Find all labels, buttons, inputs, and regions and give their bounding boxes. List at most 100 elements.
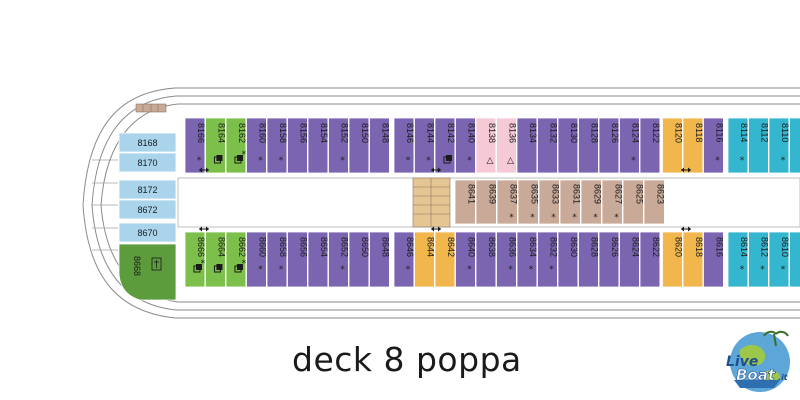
cabin-number: 8154 (319, 123, 329, 143)
top-cabin-8152[interactable]: 8152* (328, 117, 350, 174)
top-cabin-8158[interactable]: 8158* (266, 117, 288, 174)
big-cabin-8668[interactable]: 8668 (118, 243, 177, 301)
bottom-cabin-8652[interactable]: 8652* (328, 231, 350, 288)
cabin-number: 8625 (635, 184, 645, 204)
side-cabin-8172[interactable]: 8172 (118, 179, 177, 200)
cabin-fill (455, 231, 476, 288)
balcony-star-mark: * (593, 213, 598, 223)
bottom-cabin-8630[interactable]: 8630 (557, 231, 579, 288)
bottom-cabin-8648[interactable]: 8648 (369, 231, 391, 288)
middle-cabin-8635[interactable]: 8635* (517, 179, 540, 225)
cabin-fill (748, 231, 769, 288)
cabin-fill (748, 117, 769, 174)
bottom-cabin-8608[interactable]: 8608 (789, 231, 800, 288)
top-cabin-8146[interactable]: 8146* (393, 117, 415, 174)
middle-cabin-8633[interactable]: 8633* (538, 179, 561, 225)
connecting-door-icon (199, 226, 209, 232)
top-cabin-8140[interactable]: 8140* (455, 117, 477, 174)
side-cabin-8170[interactable]: 8170 (118, 152, 177, 173)
top-cabin-8108[interactable]: 8108 (789, 117, 800, 174)
balcony-star-mark: * (715, 156, 720, 166)
bottom-cabin-8640[interactable]: 8640* (455, 231, 477, 288)
bottom-cabin-8660[interactable]: 8660* (246, 231, 268, 288)
top-cabin-8148[interactable]: 8148 (369, 117, 391, 174)
middle-cabin-8627[interactable]: 8627* (601, 179, 624, 225)
cabin-fill (578, 117, 599, 174)
bottom-cabin-8664[interactable]: 8664 (205, 231, 227, 288)
middle-cabin-8631[interactable]: 8631* (559, 179, 582, 225)
cabin-number: 8627 (614, 184, 624, 204)
bottom-cabin-8654[interactable]: 8654 (307, 231, 329, 288)
bottom-cabin-8638[interactable]: 8638 (475, 231, 497, 288)
cabin-fill (393, 117, 415, 174)
top-cabin-8128[interactable]: 8128 (578, 117, 600, 174)
bottom-cabin-8624[interactable]: 8624 (619, 231, 641, 288)
middle-cabin-8637[interactable]: 8637* (496, 179, 519, 225)
top-cabin-8160[interactable]: 8160* (246, 117, 268, 174)
top-cabin-8150[interactable]: 8150 (348, 117, 370, 174)
bottom-cabin-8618[interactable]: 8618 (682, 231, 704, 288)
top-cabin-8122[interactable]: 8122 (639, 117, 661, 174)
side-cabin-8168[interactable]: 8168 (118, 132, 177, 153)
bottom-cabin-8632[interactable]: 8632* (537, 231, 559, 288)
cabin-fill (578, 231, 599, 288)
bottom-cabin-8646[interactable]: 8646* (393, 231, 415, 288)
top-cabin-8130[interactable]: 8130 (557, 117, 579, 174)
top-cabin-8162[interactable]: 8162* (225, 117, 247, 174)
bottom-cabin-8656[interactable]: 8656 (287, 231, 309, 288)
middle-cabin-8639[interactable]: 8639 (475, 179, 498, 225)
top-cabin-8142[interactable]: 8142 (434, 117, 456, 174)
top-cabin-8112[interactable]: 8112 (748, 117, 770, 174)
side-cabin-8670[interactable]: 8670 (118, 222, 177, 243)
middle-cabin-8629[interactable]: 8629* (580, 179, 603, 225)
middle-cabin-8623[interactable]: 8623 (643, 179, 666, 225)
top-cabin-8110[interactable]: 8110* (768, 117, 790, 174)
top-cabin-8118[interactable]: 8118 (682, 117, 704, 174)
top-cabin-8126[interactable]: 8126 (598, 117, 620, 174)
cabin-fill (662, 117, 683, 174)
bottom-cabin-8610[interactable]: 8610* (768, 231, 790, 288)
cabin-number: 8148 (380, 123, 390, 143)
cabin-fill (475, 179, 497, 225)
bottom-cabin-8636[interactable]: 8636* (496, 231, 518, 288)
side-cabin-8672[interactable]: 8672 (118, 199, 177, 220)
bottom-cabin-8628[interactable]: 8628 (578, 231, 600, 288)
top-cabin-8166[interactable]: 8166* (184, 117, 206, 174)
cabin-number: 8158 (278, 123, 288, 143)
bottom-cabin-8662[interactable]: 8662* (225, 231, 247, 288)
top-cabin-8156[interactable]: 8156 (287, 117, 309, 174)
top-cabin-8154[interactable]: 8154 (307, 117, 329, 174)
middle-cabin-8625[interactable]: 8625 (622, 179, 645, 225)
bottom-cabin-8622[interactable]: 8622 (639, 231, 661, 288)
top-cabin-8136[interactable]: 8136△ (496, 117, 518, 174)
top-cabin-8164[interactable]: 8164 (205, 117, 227, 174)
bottom-cabin-8626[interactable]: 8626 (598, 231, 620, 288)
bottom-cabin-8644[interactable]: 8644 (414, 231, 436, 288)
top-cabin-8116[interactable]: 8116* (703, 117, 725, 174)
bottom-cabin-8666[interactable]: 8666* (184, 231, 206, 288)
bottom-cabin-8642[interactable]: 8642 (434, 231, 456, 288)
cabin-number: 8146 (405, 123, 415, 143)
cabin-number: 8636 (507, 237, 517, 257)
bottom-cabin-8634[interactable]: 8634* (516, 231, 538, 288)
top-cabin-8144[interactable]: 8144* (414, 117, 436, 174)
top-cabin-8120[interactable]: 8120 (662, 117, 684, 174)
bottom-cabin-8620[interactable]: 8620 (662, 231, 684, 288)
bottom-cabin-8614[interactable]: 8614* (727, 231, 749, 288)
top-cabin-8114[interactable]: 8114* (727, 117, 749, 174)
cabin-fill (307, 117, 329, 174)
bottom-cabin-8612[interactable]: 8612* (748, 231, 770, 288)
top-cabin-8132[interactable]: 8132 (537, 117, 559, 174)
cabin-number: 8670 (137, 228, 157, 238)
bottom-cabin-8658[interactable]: 8658* (266, 231, 288, 288)
top-cabin-8134[interactable]: 8134 (516, 117, 538, 174)
bottom-cabin-8616[interactable]: 8616 (703, 231, 725, 288)
cabin-number: 8110 (780, 123, 790, 142)
balcony-star-mark: * (631, 156, 636, 166)
top-cabin-8124[interactable]: 8124* (619, 117, 641, 174)
bottom-cabin-8650[interactable]: 8650 (348, 231, 370, 288)
cabin-fill (246, 117, 267, 174)
top-cabin-8138[interactable]: 8138△ (475, 117, 497, 174)
middle-cabin-8641[interactable]: 8641 (454, 179, 477, 225)
